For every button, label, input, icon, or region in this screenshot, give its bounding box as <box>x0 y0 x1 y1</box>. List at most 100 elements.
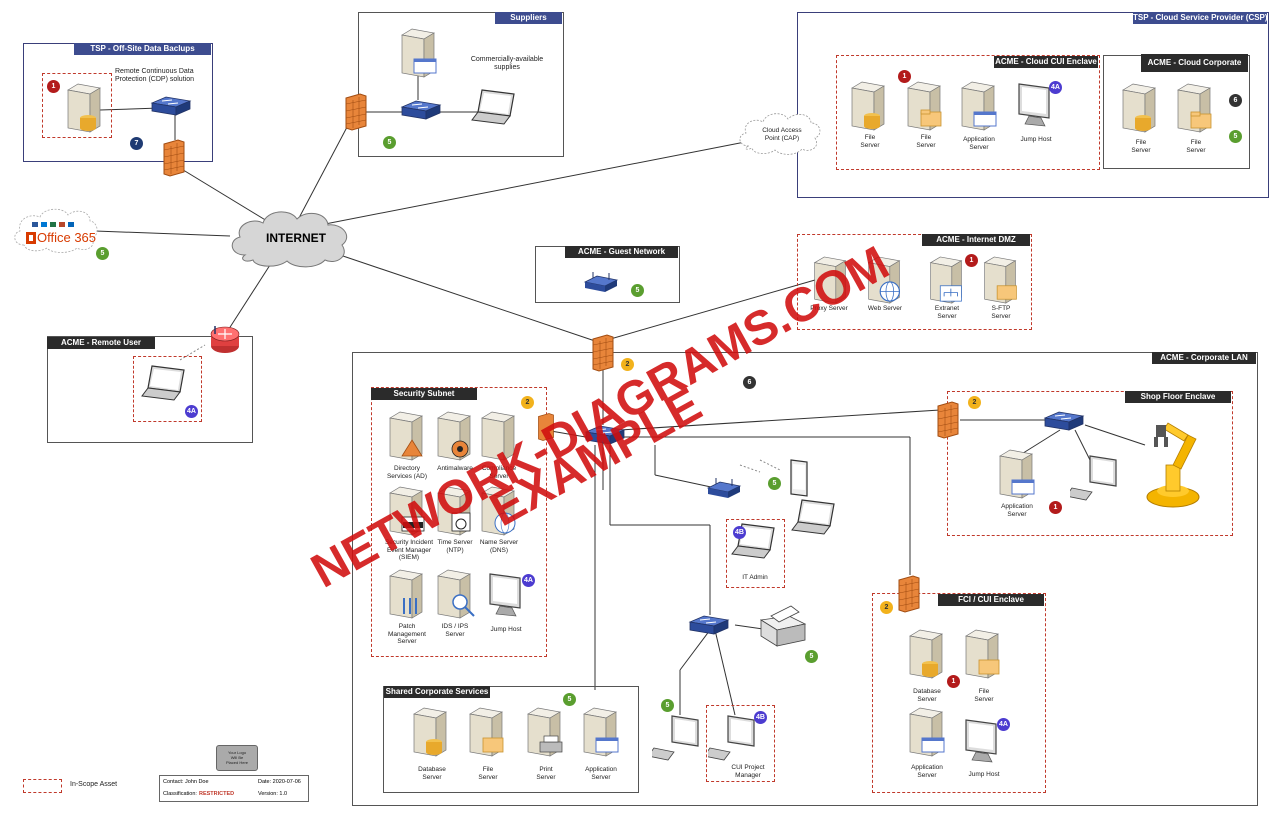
badge-it-admin-4b: 4B <box>733 526 746 539</box>
badge-lan-6: 6 <box>743 376 756 389</box>
badge-office365-5: 5 <box>96 247 109 260</box>
badge-tsp-7: 7 <box>130 137 143 150</box>
cui-project-manager-label: CUI Project Manager <box>731 764 765 779</box>
security-jump-host-label: Jump Host <box>490 626 522 633</box>
remote-user-scope <box>133 356 202 422</box>
database-server-icon <box>908 628 946 685</box>
classification-label: Classification: <box>163 791 197 797</box>
workstation-icon <box>1065 452 1120 507</box>
database-server-icon <box>412 706 450 763</box>
badge-cui-pm-4b: 4B <box>754 711 767 724</box>
zone-remote-user-title: ACME - Remote User <box>47 337 155 349</box>
patch-management-server-icon <box>388 568 426 625</box>
zone-csp <box>797 12 1269 198</box>
patch-management-label: Patch Management Server <box>388 623 426 645</box>
firewall-icon <box>162 138 186 183</box>
printer-icon <box>755 602 807 655</box>
file-server-icon <box>1121 82 1159 139</box>
cloud-corporate-file-server-label: File Server <box>1186 139 1206 154</box>
ntp-server-icon <box>436 485 474 542</box>
file-server-icon <box>1176 82 1214 139</box>
firewall-icon <box>537 412 555 447</box>
cloud-corporate-file-server-label: File Server <box>1131 139 1151 154</box>
tablet-icon <box>787 458 811 503</box>
zone-shared-corporate-services <box>383 686 639 793</box>
antimalware-label: Antimalware <box>437 465 473 472</box>
badge-shop-floor-1: 1 <box>1049 501 1062 514</box>
fci-file-server-label: File Server <box>974 688 994 703</box>
zone-security-subnet <box>371 387 547 657</box>
dmz-web-server-label: Web Server <box>867 305 903 312</box>
workstation-icon <box>647 712 702 767</box>
sftp-server-icon <box>982 255 1020 310</box>
shared-database-server-label: Database Server <box>418 766 446 781</box>
dmz-sftp-server-label: S-FTP Server <box>991 305 1011 320</box>
directory-services-server-icon <box>388 410 426 467</box>
supplies-description: Commercially-available supplies <box>470 56 544 71</box>
ids-ips-server-icon <box>436 568 478 625</box>
wireless-access-point-icon <box>583 272 619 299</box>
badge-fci-2: 2 <box>880 601 893 614</box>
extranet-server-icon <box>928 255 966 310</box>
zone-cloud-corporate-title: ACME - Cloud Corporate <box>1141 54 1248 72</box>
office365-label: Office 365 <box>37 230 97 245</box>
proxy-server-icon <box>812 255 850 310</box>
badge-shop-floor-2: 2 <box>968 396 981 409</box>
badge-remote-4a: 4A <box>185 405 198 418</box>
file-server-icon <box>964 628 1002 685</box>
zone-cloud-cui-enclave-title: ACME - Cloud CUI Enclave <box>994 56 1098 68</box>
web-server-icon <box>866 255 904 310</box>
fci-application-server-label: Application Server <box>911 764 943 779</box>
dns-label: Name Server (DNS) <box>479 539 519 554</box>
badge-fci-4a: 4A <box>997 718 1010 731</box>
logo-placeholder: Your Logo Will Be Placed Here <box>216 745 258 771</box>
compliance-server-icon <box>480 410 518 467</box>
document-info-table: Contact: John Doe Date: 2020-07-06 Class… <box>159 775 309 802</box>
zone-cloud-cui-enclave <box>836 55 1100 170</box>
zone-guest-network-title: ACME - Guest Network <box>565 246 678 258</box>
shared-file-server-label: File Server <box>478 766 498 781</box>
print-server-icon <box>526 706 564 763</box>
zone-security-subnet-title: Security Subnet <box>371 388 477 400</box>
server-icon <box>66 82 104 139</box>
workstation-icon <box>703 712 758 767</box>
dmz-extranet-server-label: Extranet Server <box>934 305 960 320</box>
badge-firewall-2: 2 <box>621 358 634 371</box>
badge-workstation-5: 5 <box>661 699 674 712</box>
server-icon <box>400 27 438 84</box>
laptop-icon <box>790 498 840 543</box>
application-server-icon <box>998 448 1036 505</box>
badge-cloud-corp-5: 5 <box>1229 130 1242 143</box>
zone-remote-user <box>47 336 253 443</box>
switch-icon <box>584 424 626 451</box>
cloud-access-point-icon <box>739 113 821 155</box>
cap-label: Cloud Access Point (CAP) <box>762 127 802 142</box>
cui-application-server-label: Application Server <box>963 136 995 151</box>
zone-fci-cui-enclave-title: FCI / CUI Enclave <box>938 594 1044 606</box>
badge-shared-5: 5 <box>563 693 576 706</box>
tsp-backup-scope <box>42 73 112 138</box>
dns-server-icon <box>480 485 518 542</box>
zone-suppliers <box>358 12 564 157</box>
cui-pm-scope <box>706 705 775 782</box>
laptop-icon <box>470 88 520 133</box>
badge-suppliers-5: 5 <box>383 136 396 149</box>
directory-services-label: Directory Services (AD) <box>386 465 428 480</box>
zone-tsp-offsite-backups-title: TSP - Off-Site Data Baclups <box>74 43 211 55</box>
zone-internet-dmz-title: ACME - Internet DMZ <box>922 234 1030 246</box>
jump-host-monitor-icon <box>962 716 1006 771</box>
application-server-icon <box>582 706 620 763</box>
firewall-icon <box>936 400 960 445</box>
jump-host-monitor-icon <box>1015 80 1059 135</box>
internet-cloud <box>231 211 348 268</box>
file-server-icon <box>850 80 888 137</box>
zone-corporate-lan <box>352 352 1258 806</box>
application-server-icon <box>960 80 998 137</box>
firewall-icon <box>897 574 921 619</box>
firewall-icon <box>591 333 615 378</box>
badge-security-4a: 4A <box>522 574 535 587</box>
ids-ips-label: IDS / IPS Server <box>441 623 469 638</box>
antimalware-server-icon <box>436 410 474 467</box>
cui-file-server-label: File Server <box>860 134 880 149</box>
